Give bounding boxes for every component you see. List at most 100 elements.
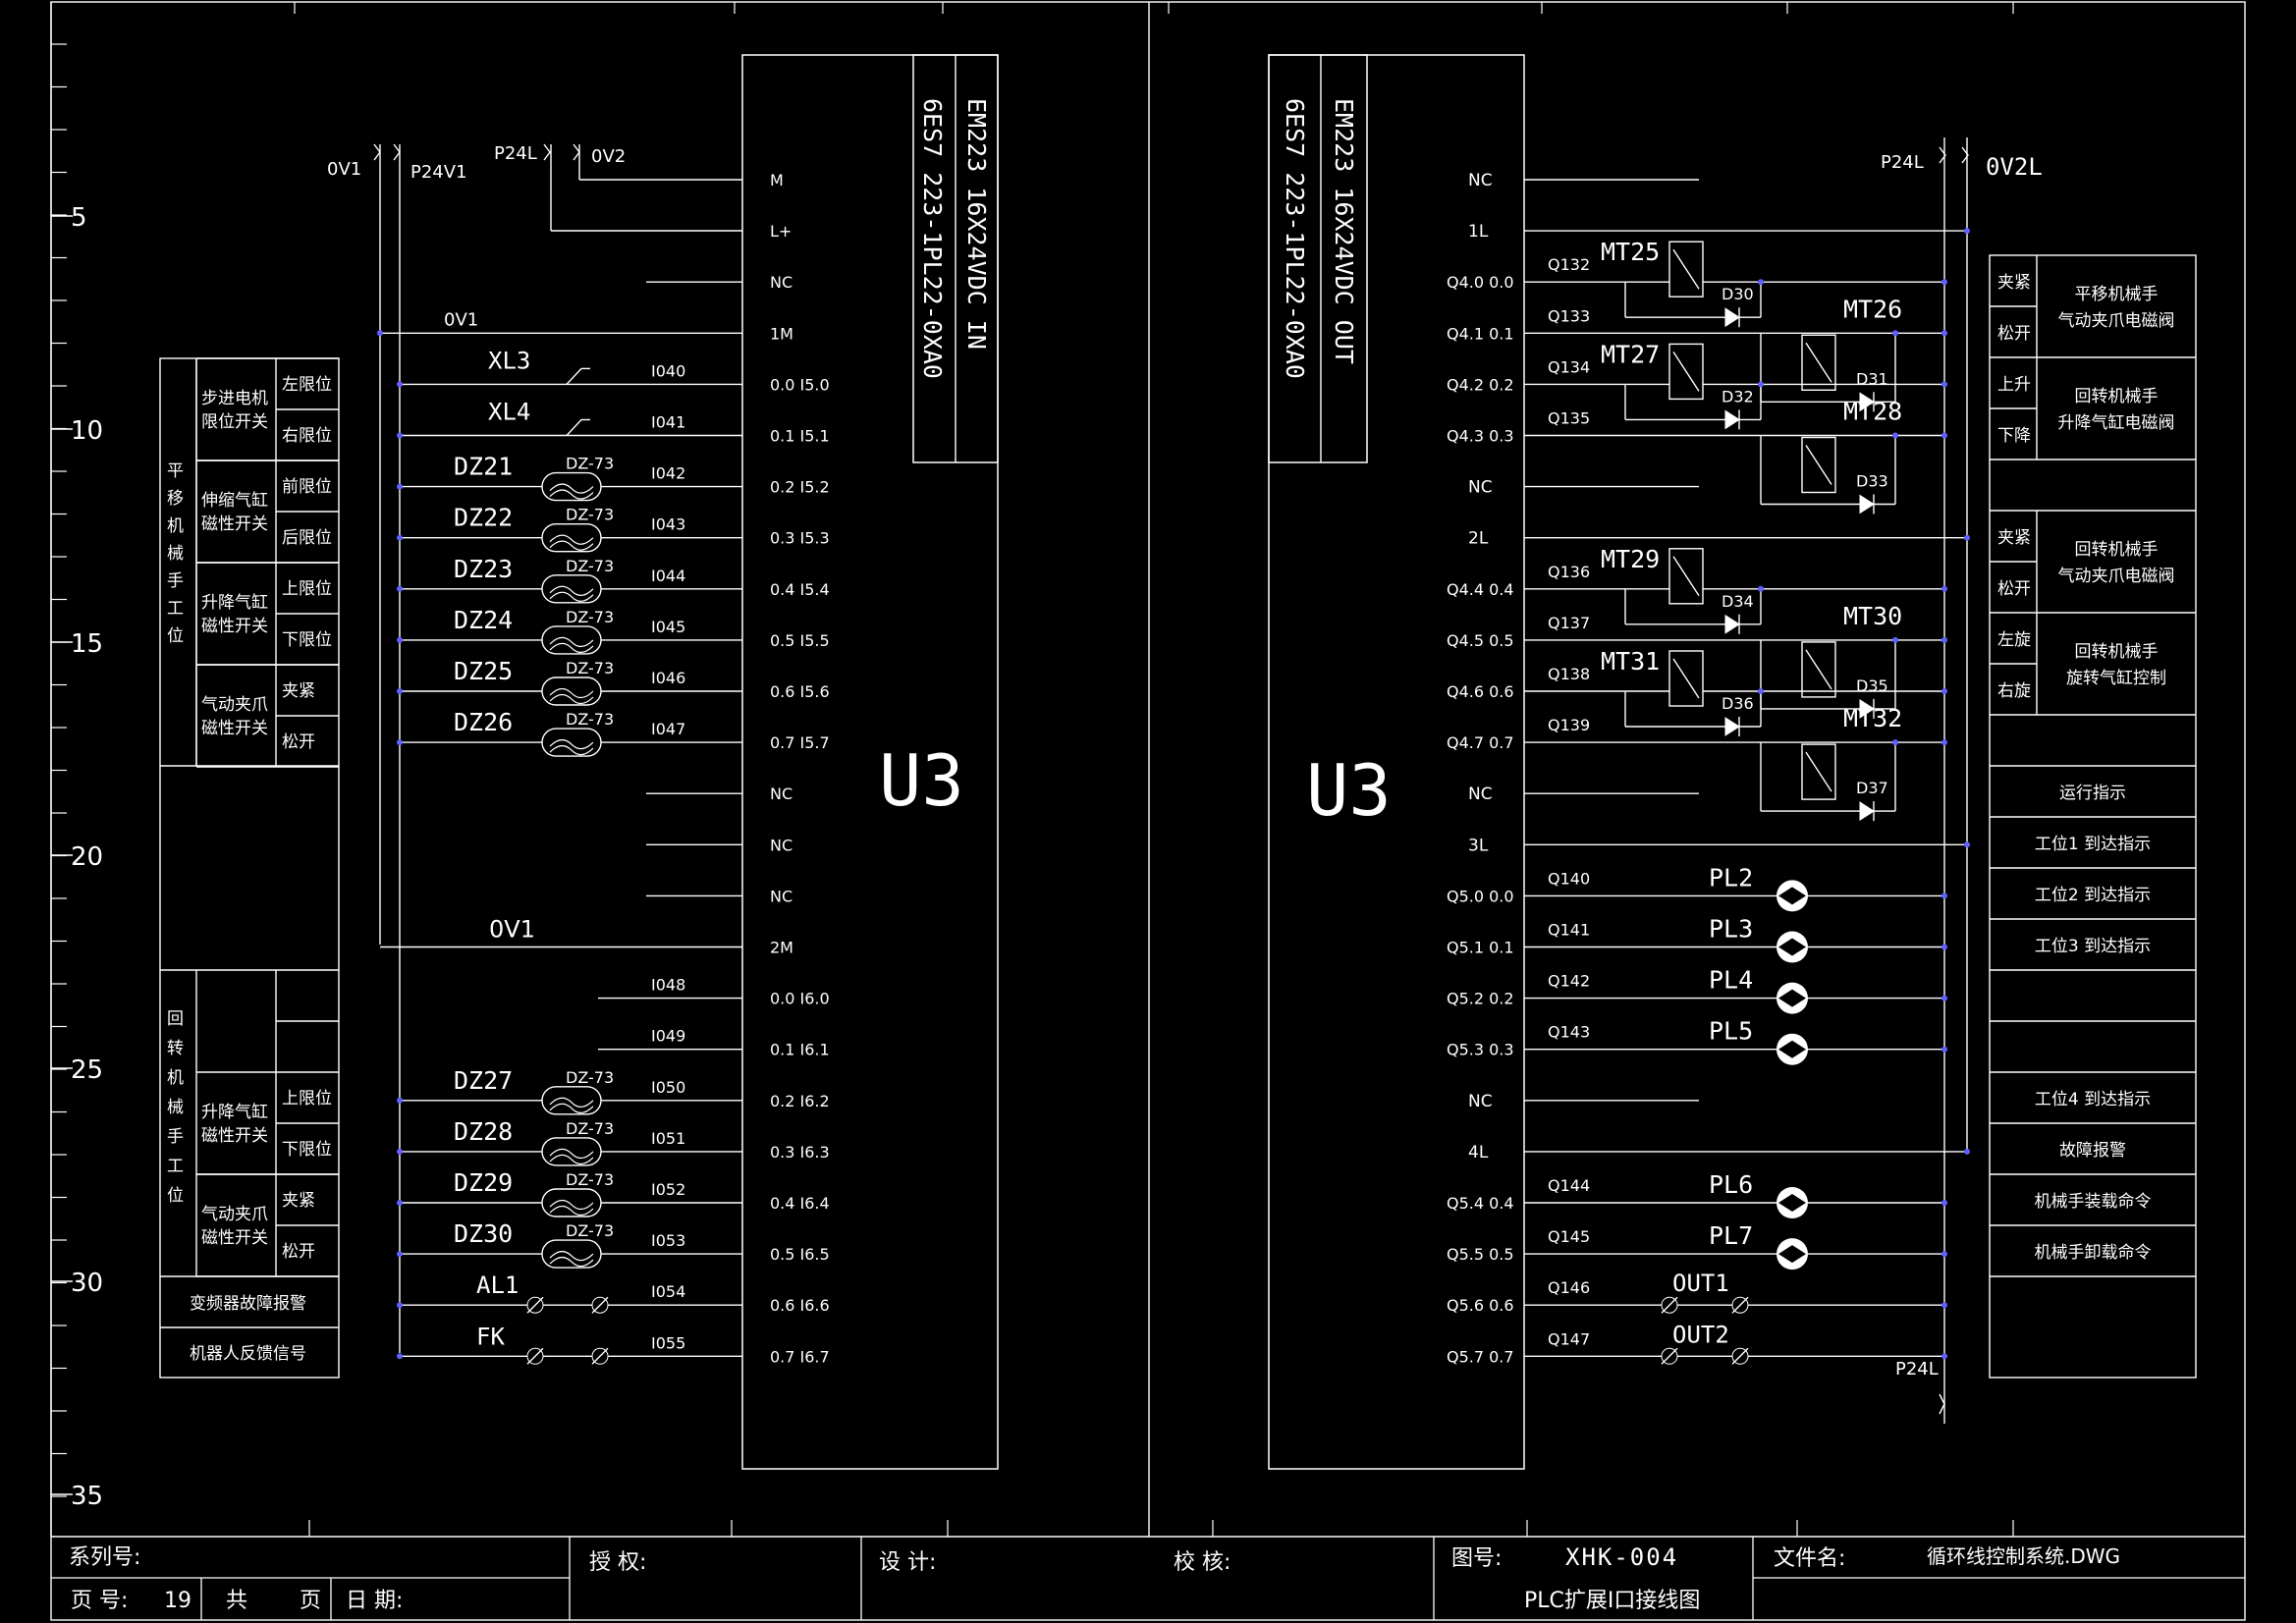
valve-tag: MT30 — [1843, 602, 1902, 630]
junction-node — [1892, 330, 1898, 337]
reed-switch-tag: DZ29 — [454, 1168, 513, 1197]
diode-tag: D32 — [1722, 387, 1754, 406]
junction-node — [1892, 432, 1898, 439]
output-terminal-label: Q4.1 0.1 — [1447, 324, 1514, 343]
group-char: 械 — [167, 544, 184, 564]
output-terminal-label: Q5.1 0.1 — [1447, 939, 1514, 957]
diode-tag: D33 — [1856, 472, 1888, 491]
input-terminal-label: NC — [770, 784, 793, 803]
junction-node — [1941, 585, 1947, 592]
output-address: Q145 — [1548, 1227, 1590, 1246]
junction-node — [1964, 228, 1970, 235]
valve-tag: MT27 — [1601, 340, 1660, 368]
group-char: 工 — [167, 1157, 184, 1176]
junction-node — [397, 1302, 403, 1309]
junction-node — [1758, 381, 1764, 388]
coil-slash — [1805, 649, 1832, 690]
output-address: Q138 — [1548, 665, 1590, 683]
group-char: 机 — [167, 516, 184, 536]
file-name-label: 文件名: — [1774, 1546, 1845, 1571]
group-char: 位 — [167, 626, 184, 646]
p24l-bottom-label: P24L — [1895, 1359, 1939, 1380]
function-text: 气动夹爪 — [201, 695, 268, 715]
reed-switch-body — [541, 728, 602, 757]
output-module-outline — [1268, 54, 1525, 1470]
function-text: 升降气缸 — [201, 1102, 268, 1122]
diode-tag: D31 — [1856, 369, 1888, 388]
input-terminal-label: 0.0 I6.0 — [770, 990, 830, 1008]
coil-slash — [1672, 556, 1700, 597]
ruler-number: 5 — [71, 203, 87, 233]
input-address: I050 — [651, 1078, 685, 1097]
group-char: 械 — [167, 1098, 184, 1117]
output-function-text: 机械手卸载命令 — [2035, 1243, 2152, 1263]
input-terminal-label: 0.7 I5.7 — [770, 733, 830, 752]
group-char: 平 — [167, 461, 184, 481]
supply-arrows — [373, 143, 580, 161]
ruler-number: 15 — [71, 629, 103, 659]
junction-node — [397, 1097, 403, 1104]
diode-tag: D30 — [1722, 285, 1754, 303]
junction-node — [397, 585, 403, 592]
group-char: 回 — [167, 1009, 184, 1029]
reed-contact-icon — [549, 687, 594, 705]
reed-switch-model: DZ-73 — [566, 455, 614, 473]
output-terminal-label: Q4.7 0.7 — [1447, 733, 1514, 752]
junction-node — [1941, 688, 1947, 694]
function-text: 磁性开关 — [201, 719, 268, 738]
output-module-part-number: 6ES7 223-1PL22-0XA0 — [1281, 98, 1309, 379]
contact-slash — [526, 1347, 544, 1365]
reed-switch-body — [541, 1239, 602, 1269]
authorization-label: 授 权: — [589, 1550, 646, 1575]
output-terminal-label: Q5.2 0.2 — [1447, 990, 1514, 1008]
position-text: 右限位 — [282, 426, 332, 446]
coil-slash — [1672, 352, 1700, 392]
lamp-tag: PL3 — [1709, 915, 1753, 944]
valve-tag: MT26 — [1843, 295, 1902, 323]
drawing-title: PLC扩展I口接线图 — [1524, 1589, 1700, 1613]
lamp-tag: PL7 — [1709, 1221, 1753, 1250]
action-text: 松开 — [1997, 324, 2031, 344]
position-text: 松开 — [282, 1242, 315, 1262]
lamp-tag: PL5 — [1709, 1017, 1753, 1046]
lamp-window — [1778, 1245, 1806, 1264]
output-address: Q143 — [1548, 1023, 1590, 1042]
date-label: 日 期: — [346, 1589, 403, 1613]
ruler-number: 25 — [71, 1055, 103, 1085]
junction-node — [1941, 279, 1947, 286]
input-address: I049 — [651, 1027, 685, 1046]
input-function-table: 平移机械手工位回转机械手工位步进电机限位开关左限位右限位伸缩气缸磁性开关前限位后… — [159, 357, 340, 1379]
contact-slash — [591, 1296, 609, 1314]
junction-node — [1964, 841, 1970, 848]
group-char: 移 — [167, 489, 184, 509]
reed-switch-tag: DZ28 — [454, 1117, 513, 1146]
reed-switch-tag: DZ26 — [454, 708, 513, 736]
action-text: 松开 — [1997, 579, 2031, 599]
junction-node — [1941, 381, 1947, 388]
limit-switch-tag: XL4 — [488, 399, 530, 426]
output-function-text: 气动夹爪电磁阀 — [2058, 311, 2175, 331]
reed-switch-model: DZ-73 — [566, 1119, 614, 1138]
output-terminal-label: NC — [1468, 478, 1493, 498]
reed-switch-body — [541, 625, 602, 655]
input-terminal-label: 0.2 I5.2 — [770, 478, 830, 497]
ruler-number: 10 — [71, 416, 103, 446]
reed-contact-icon — [549, 1148, 594, 1164]
output-function-text: 旋转气缸控制 — [2066, 668, 2166, 688]
input-terminal-label: 0.4 I5.4 — [770, 580, 830, 599]
drawing-number: XHK-004 — [1565, 1543, 1678, 1571]
junction-node — [1941, 1302, 1947, 1309]
output-function-text: 气动夹爪电磁阀 — [2058, 567, 2175, 586]
contact-slash — [526, 1296, 544, 1314]
reed-switch-body — [541, 574, 602, 604]
ov1-mid-label: 0V1 — [444, 309, 478, 330]
valve-tag: MT29 — [1601, 545, 1660, 573]
diode-tag: D35 — [1856, 676, 1888, 695]
reed-switch-body — [541, 676, 602, 706]
output-terminal-label: NC — [1468, 171, 1493, 190]
reed-switch-body — [541, 1188, 602, 1217]
contact-slash — [1661, 1296, 1678, 1314]
output-terminal-label: 1L — [1468, 222, 1489, 242]
function-text: 磁性开关 — [201, 617, 268, 636]
output-terminal-label: Q4.0 0.0 — [1447, 273, 1514, 292]
